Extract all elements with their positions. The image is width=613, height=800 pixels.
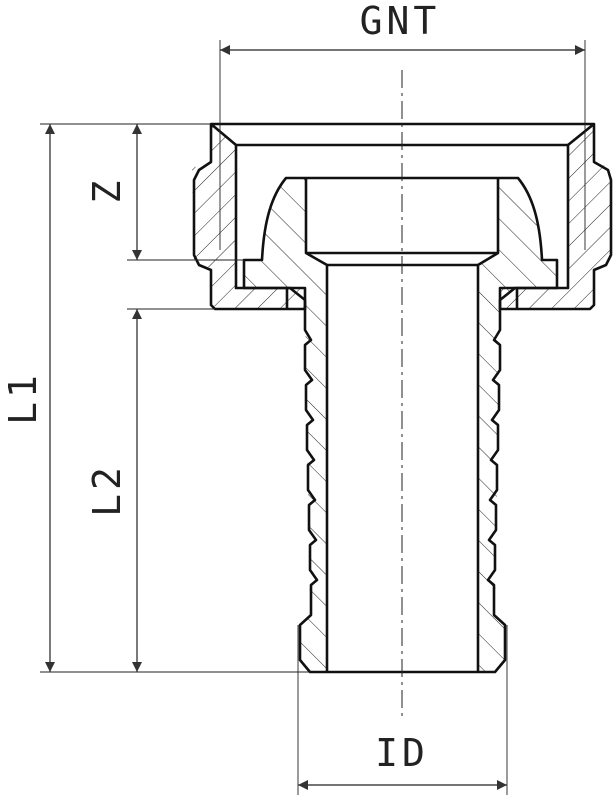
- label-gnt: GNT: [360, 0, 441, 43]
- label-id: ID: [375, 731, 429, 775]
- label-z: Z: [85, 177, 129, 204]
- dimension-z: Z: [85, 124, 142, 260]
- nut-section: [192, 122, 613, 311]
- extension-lines: [40, 40, 586, 795]
- dimension-l1: L1: [1, 124, 55, 672]
- label-l1: L1: [1, 371, 45, 425]
- label-l2: L2: [85, 463, 129, 517]
- dimension-id: ID: [298, 731, 507, 790]
- dimension-l2: L2: [85, 309, 142, 672]
- insert-section: [242, 176, 559, 674]
- dimension-gnt: GNT: [220, 0, 585, 55]
